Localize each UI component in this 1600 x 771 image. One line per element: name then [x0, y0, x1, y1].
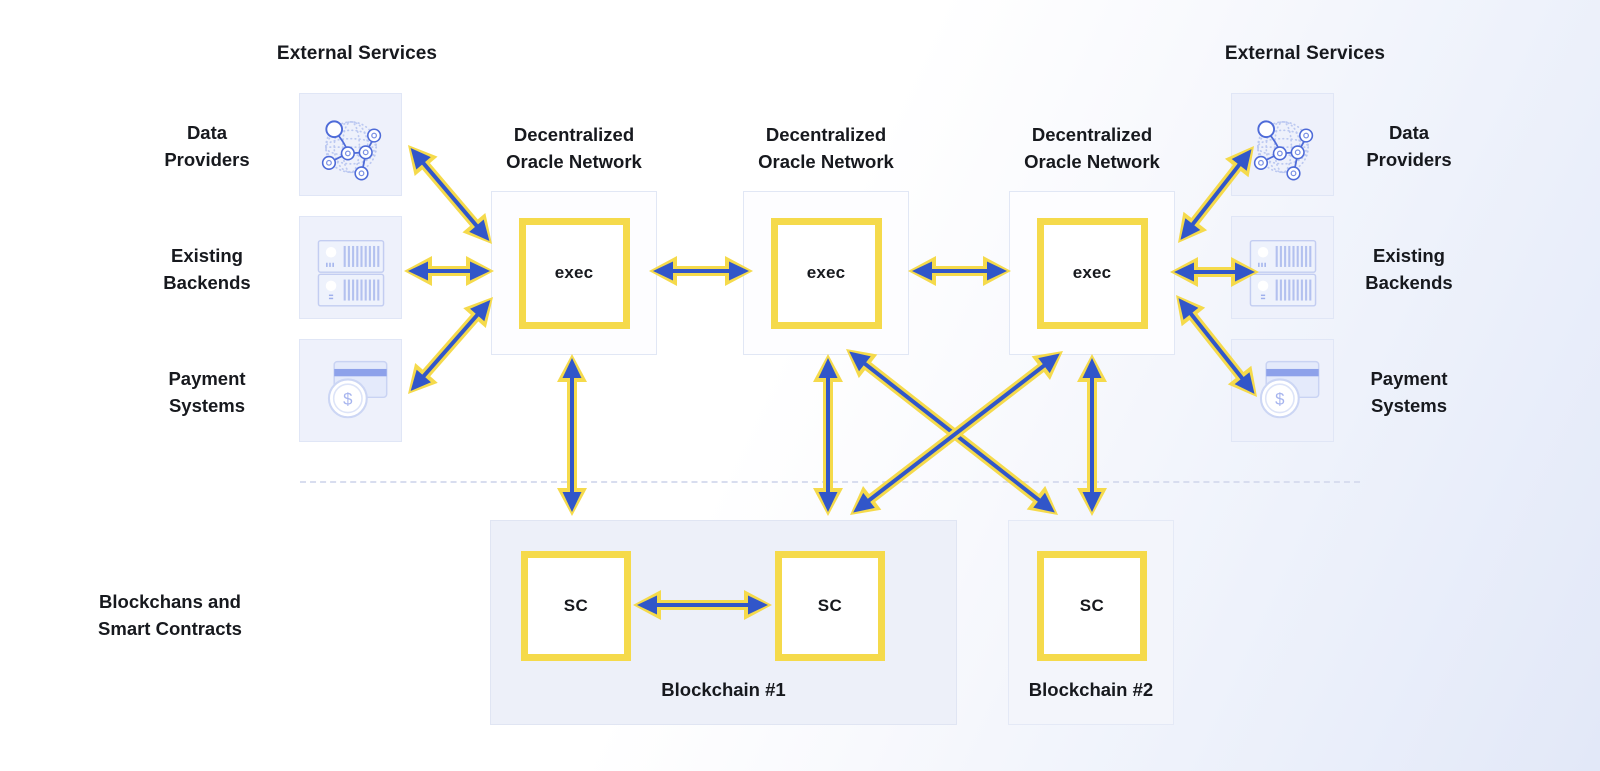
payment-systems-box-right: $ — [1231, 339, 1334, 442]
divider-dashed-line — [300, 481, 1360, 483]
label-payment-systems-right: Payment Systems — [1370, 368, 1448, 416]
blockchain-2-box: SC Blockchain #2 — [1008, 520, 1174, 725]
exec-node-3-label: exec — [1072, 263, 1112, 282]
smart-contract-1: SC — [521, 551, 631, 661]
globe-network-icon — [309, 103, 393, 187]
payment-card-icon: $ — [1241, 349, 1325, 433]
smart-contract-1-label: SC — [563, 596, 589, 615]
svg-text:$: $ — [1275, 389, 1285, 408]
existing-backends-box-left — [299, 216, 402, 319]
exec-node-1: exec — [518, 217, 630, 329]
oracle-network-2-box: exec — [743, 191, 909, 355]
exec-node-3: exec — [1036, 217, 1148, 329]
payment-systems-box-left: $ — [299, 339, 402, 442]
arrow-oracle-network-2--smart-contract-2 — [813, 354, 843, 516]
smart-contract-2: SC — [775, 551, 885, 661]
oracle-network-3-box: exec — [1009, 191, 1175, 355]
smart-contract-3-label: SC — [1079, 596, 1105, 615]
oracle-network-3-title: Decentralized Oracle Network — [1024, 124, 1160, 172]
payment-card-icon: $ — [309, 349, 393, 433]
globe-network-icon — [1241, 103, 1325, 187]
label-existing-backends-right: Existing Backends — [1365, 245, 1453, 293]
exec-node-2-label: exec — [806, 263, 846, 282]
arrow-oracle-network-2--smart-contract-3 — [846, 349, 1058, 515]
exec-node-2: exec — [770, 217, 882, 329]
arrow-oracle-network-1--smart-contract-1 — [557, 354, 587, 516]
label-data-providers-right: Data Providers — [1366, 122, 1452, 170]
oracle-network-1-box: exec — [491, 191, 657, 355]
blockchain-1-box: SC SC Blockchain #1 — [490, 520, 957, 725]
arrow-oracle-network-3--smart-contract-3 — [1077, 354, 1107, 516]
existing-backends-box-right — [1231, 216, 1334, 319]
blockchains-smart-contracts-label: Blockchans and Smart Contracts — [98, 591, 242, 639]
oracle-network-1-title: Decentralized Oracle Network — [506, 124, 642, 172]
external-services-heading-left: External Services — [276, 43, 438, 64]
external-services-heading-right: External Services — [1224, 43, 1386, 64]
svg-text:$: $ — [343, 389, 353, 408]
arrow-oracle-network-1--oracle-network-2 — [649, 256, 753, 286]
data-providers-box-right — [1231, 93, 1334, 196]
oracle-network-2-title: Decentralized Oracle Network — [758, 124, 894, 172]
exec-node-1-label: exec — [554, 263, 594, 282]
arrow-oracle-network-3--smart-contract-2 — [850, 351, 1063, 515]
label-data-providers-left: Data Providers — [164, 122, 250, 170]
arrow-oracle-network-2--oracle-network-3 — [908, 256, 1011, 286]
server-stack-icon — [309, 226, 393, 310]
arrow-payment-systems-left--oracle-network-1 — [408, 297, 493, 394]
blockchain-2-label: Blockchain #2 — [1028, 679, 1154, 700]
smart-contract-3: SC — [1037, 551, 1147, 661]
arrow-existing-backends-left--oracle-network-1 — [404, 256, 494, 286]
blockchain-1-label: Blockchain #1 — [661, 679, 786, 700]
label-existing-backends-left: Existing Backends — [163, 245, 251, 293]
smart-contract-2-label: SC — [817, 596, 843, 615]
label-payment-systems-left: Payment Systems — [168, 368, 246, 416]
data-providers-box-left — [299, 93, 402, 196]
server-stack-icon — [1241, 226, 1325, 310]
